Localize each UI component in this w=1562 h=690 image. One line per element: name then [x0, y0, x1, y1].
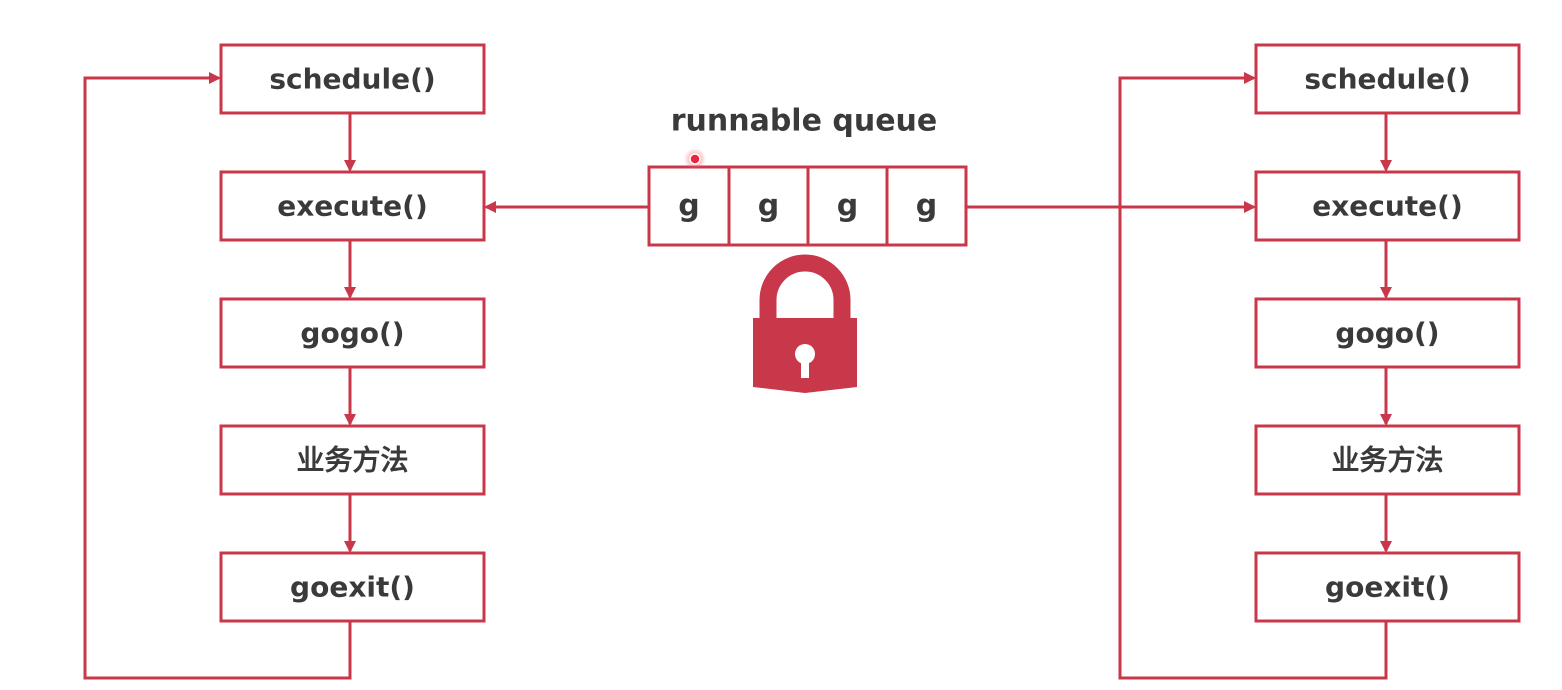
right-business-box: 业务方法: [1254, 424, 1521, 496]
right-gogo-label: gogo(): [1335, 317, 1439, 350]
left-execute-box: execute(): [219, 170, 486, 242]
left-gogo-box: gogo(): [219, 297, 486, 369]
queue-cell: g: [727, 165, 810, 247]
queue-cell: g: [647, 165, 731, 247]
left-gogo-label: gogo(): [300, 317, 404, 350]
queue-cell-label: g: [837, 189, 858, 224]
left-loop-arrow: [83, 72, 352, 680]
right-flow: schedule() execute() gogo() 业务方法 goexit(…: [1118, 43, 1521, 680]
queue-cell-label: g: [916, 189, 937, 224]
left-execute-label: execute(): [277, 190, 428, 223]
right-goexit-box: goexit(): [1254, 551, 1521, 623]
queue-label: runnable queue: [671, 104, 938, 139]
right-gogo-box: gogo(): [1254, 297, 1521, 369]
right-schedule-label: schedule(): [1304, 63, 1470, 96]
right-execute-box: execute(): [1254, 170, 1521, 242]
right-execute-label: execute(): [1312, 190, 1463, 223]
right-goexit-label: goexit(): [1325, 571, 1450, 604]
queue-cell: g: [885, 165, 968, 247]
right-business-label: 业务方法: [1331, 444, 1443, 477]
right-loop-arrow: [1118, 72, 1388, 680]
left-business-label: 业务方法: [296, 444, 408, 477]
lock-icon: [753, 254, 857, 393]
queue-cell-label: g: [758, 189, 779, 224]
left-schedule-box: schedule(): [219, 43, 486, 115]
right-schedule-box: schedule(): [1254, 43, 1521, 115]
queue-cell: g: [806, 165, 889, 247]
cursor-dot-icon: [684, 148, 706, 170]
left-flow: schedule() execute() gogo() 业务方法 goexit(…: [83, 43, 486, 680]
left-goexit-box: goexit(): [219, 551, 486, 623]
left-business-box: 业务方法: [219, 424, 486, 496]
runnable-queue: runnable queue g g g g: [484, 104, 1256, 247]
left-schedule-label: schedule(): [269, 63, 435, 96]
left-goexit-label: goexit(): [290, 571, 415, 604]
queue-cell-label: g: [678, 189, 699, 224]
